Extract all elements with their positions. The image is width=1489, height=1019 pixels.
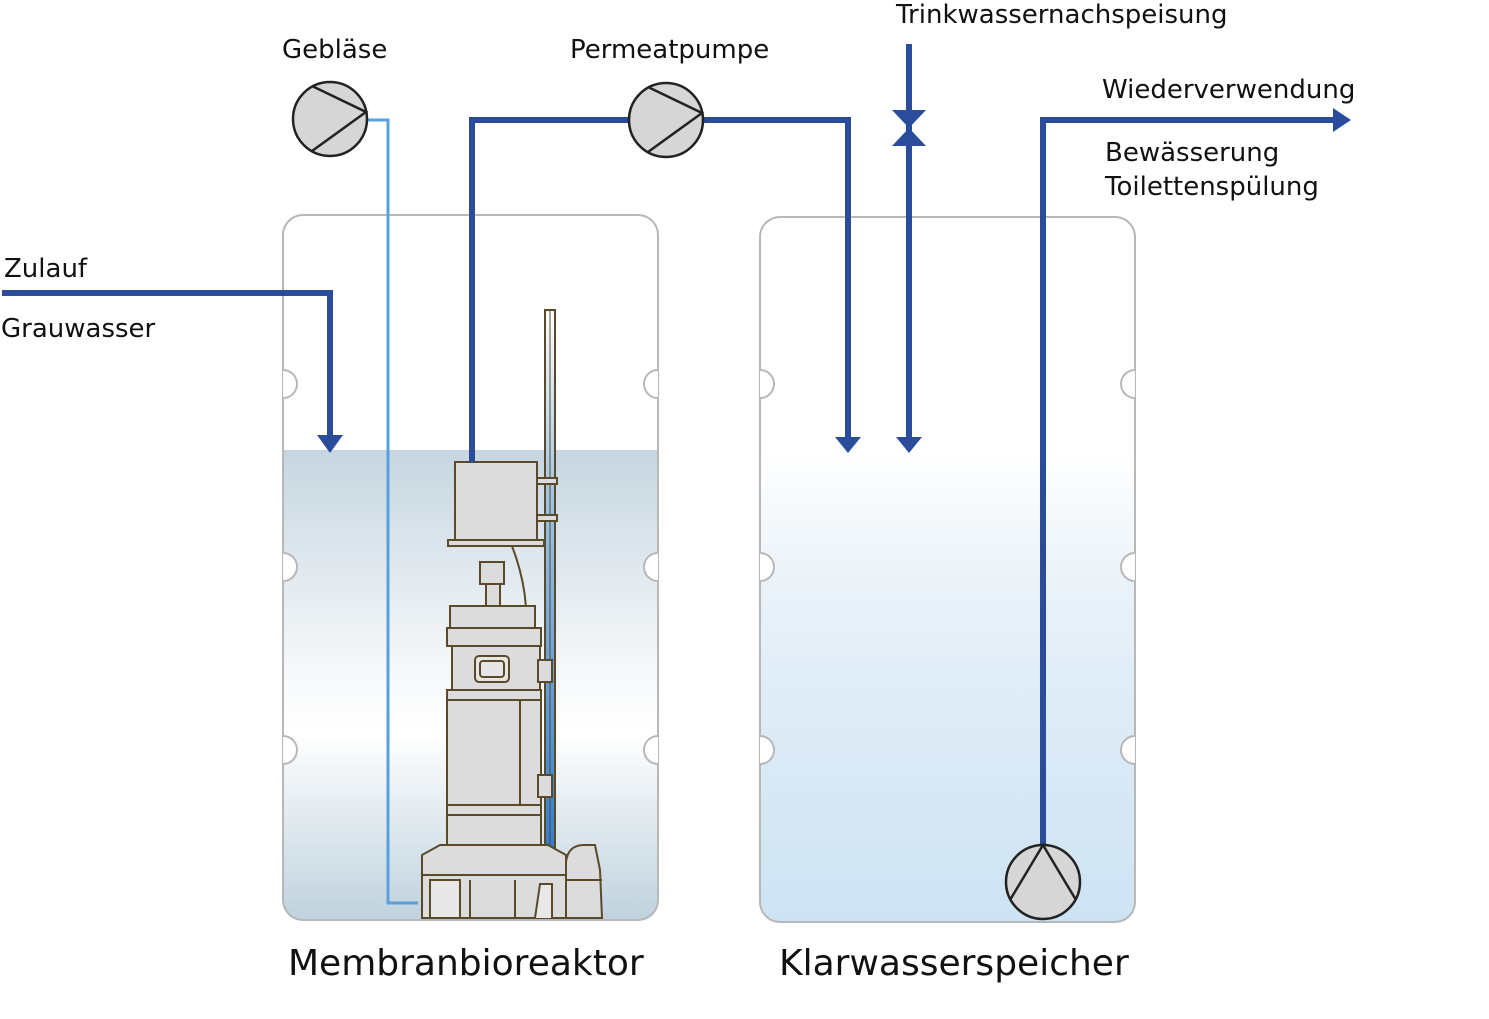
air-line — [368, 118, 418, 905]
arrow-icon — [317, 435, 343, 453]
pump-icon — [291, 80, 369, 158]
permeatpumpe-label: Permeatpumpe — [570, 35, 770, 65]
geblaese-label: Gebläse — [282, 35, 388, 65]
membranbioreaktor-label: Membranbioreaktor — [288, 943, 644, 984]
arrow-icon — [1333, 108, 1351, 132]
trinkwasser-label: Trinkwassernachspeisung — [896, 0, 1228, 30]
klarwasserspeicher-label: Klarwasserspeicher — [779, 943, 1129, 984]
grauwasser-label: Grauwasser — [1, 314, 156, 344]
bewaesserung-label: Bewässerung — [1105, 138, 1280, 168]
clear-water — [760, 450, 1135, 922]
permeate-line — [469, 117, 628, 462]
clear-water-storage-tank — [759, 216, 1136, 923]
arrow-icon — [835, 437, 861, 453]
zulauf-label: Zulauf — [4, 254, 88, 284]
pump-icon — [1004, 842, 1082, 921]
wiederverwendung-label: Wiederverwendung — [1102, 75, 1356, 105]
inlet-line — [2, 290, 333, 437]
permeate-outlet-line — [704, 117, 851, 440]
membrane-module-icon — [421, 309, 604, 919]
pump-icon — [627, 81, 705, 159]
toilettenspuelung-label: Toilettenspülung — [1105, 172, 1319, 202]
reuse-line — [1040, 117, 1335, 845]
valve-icon — [892, 110, 926, 146]
arrow-icon — [896, 437, 922, 453]
